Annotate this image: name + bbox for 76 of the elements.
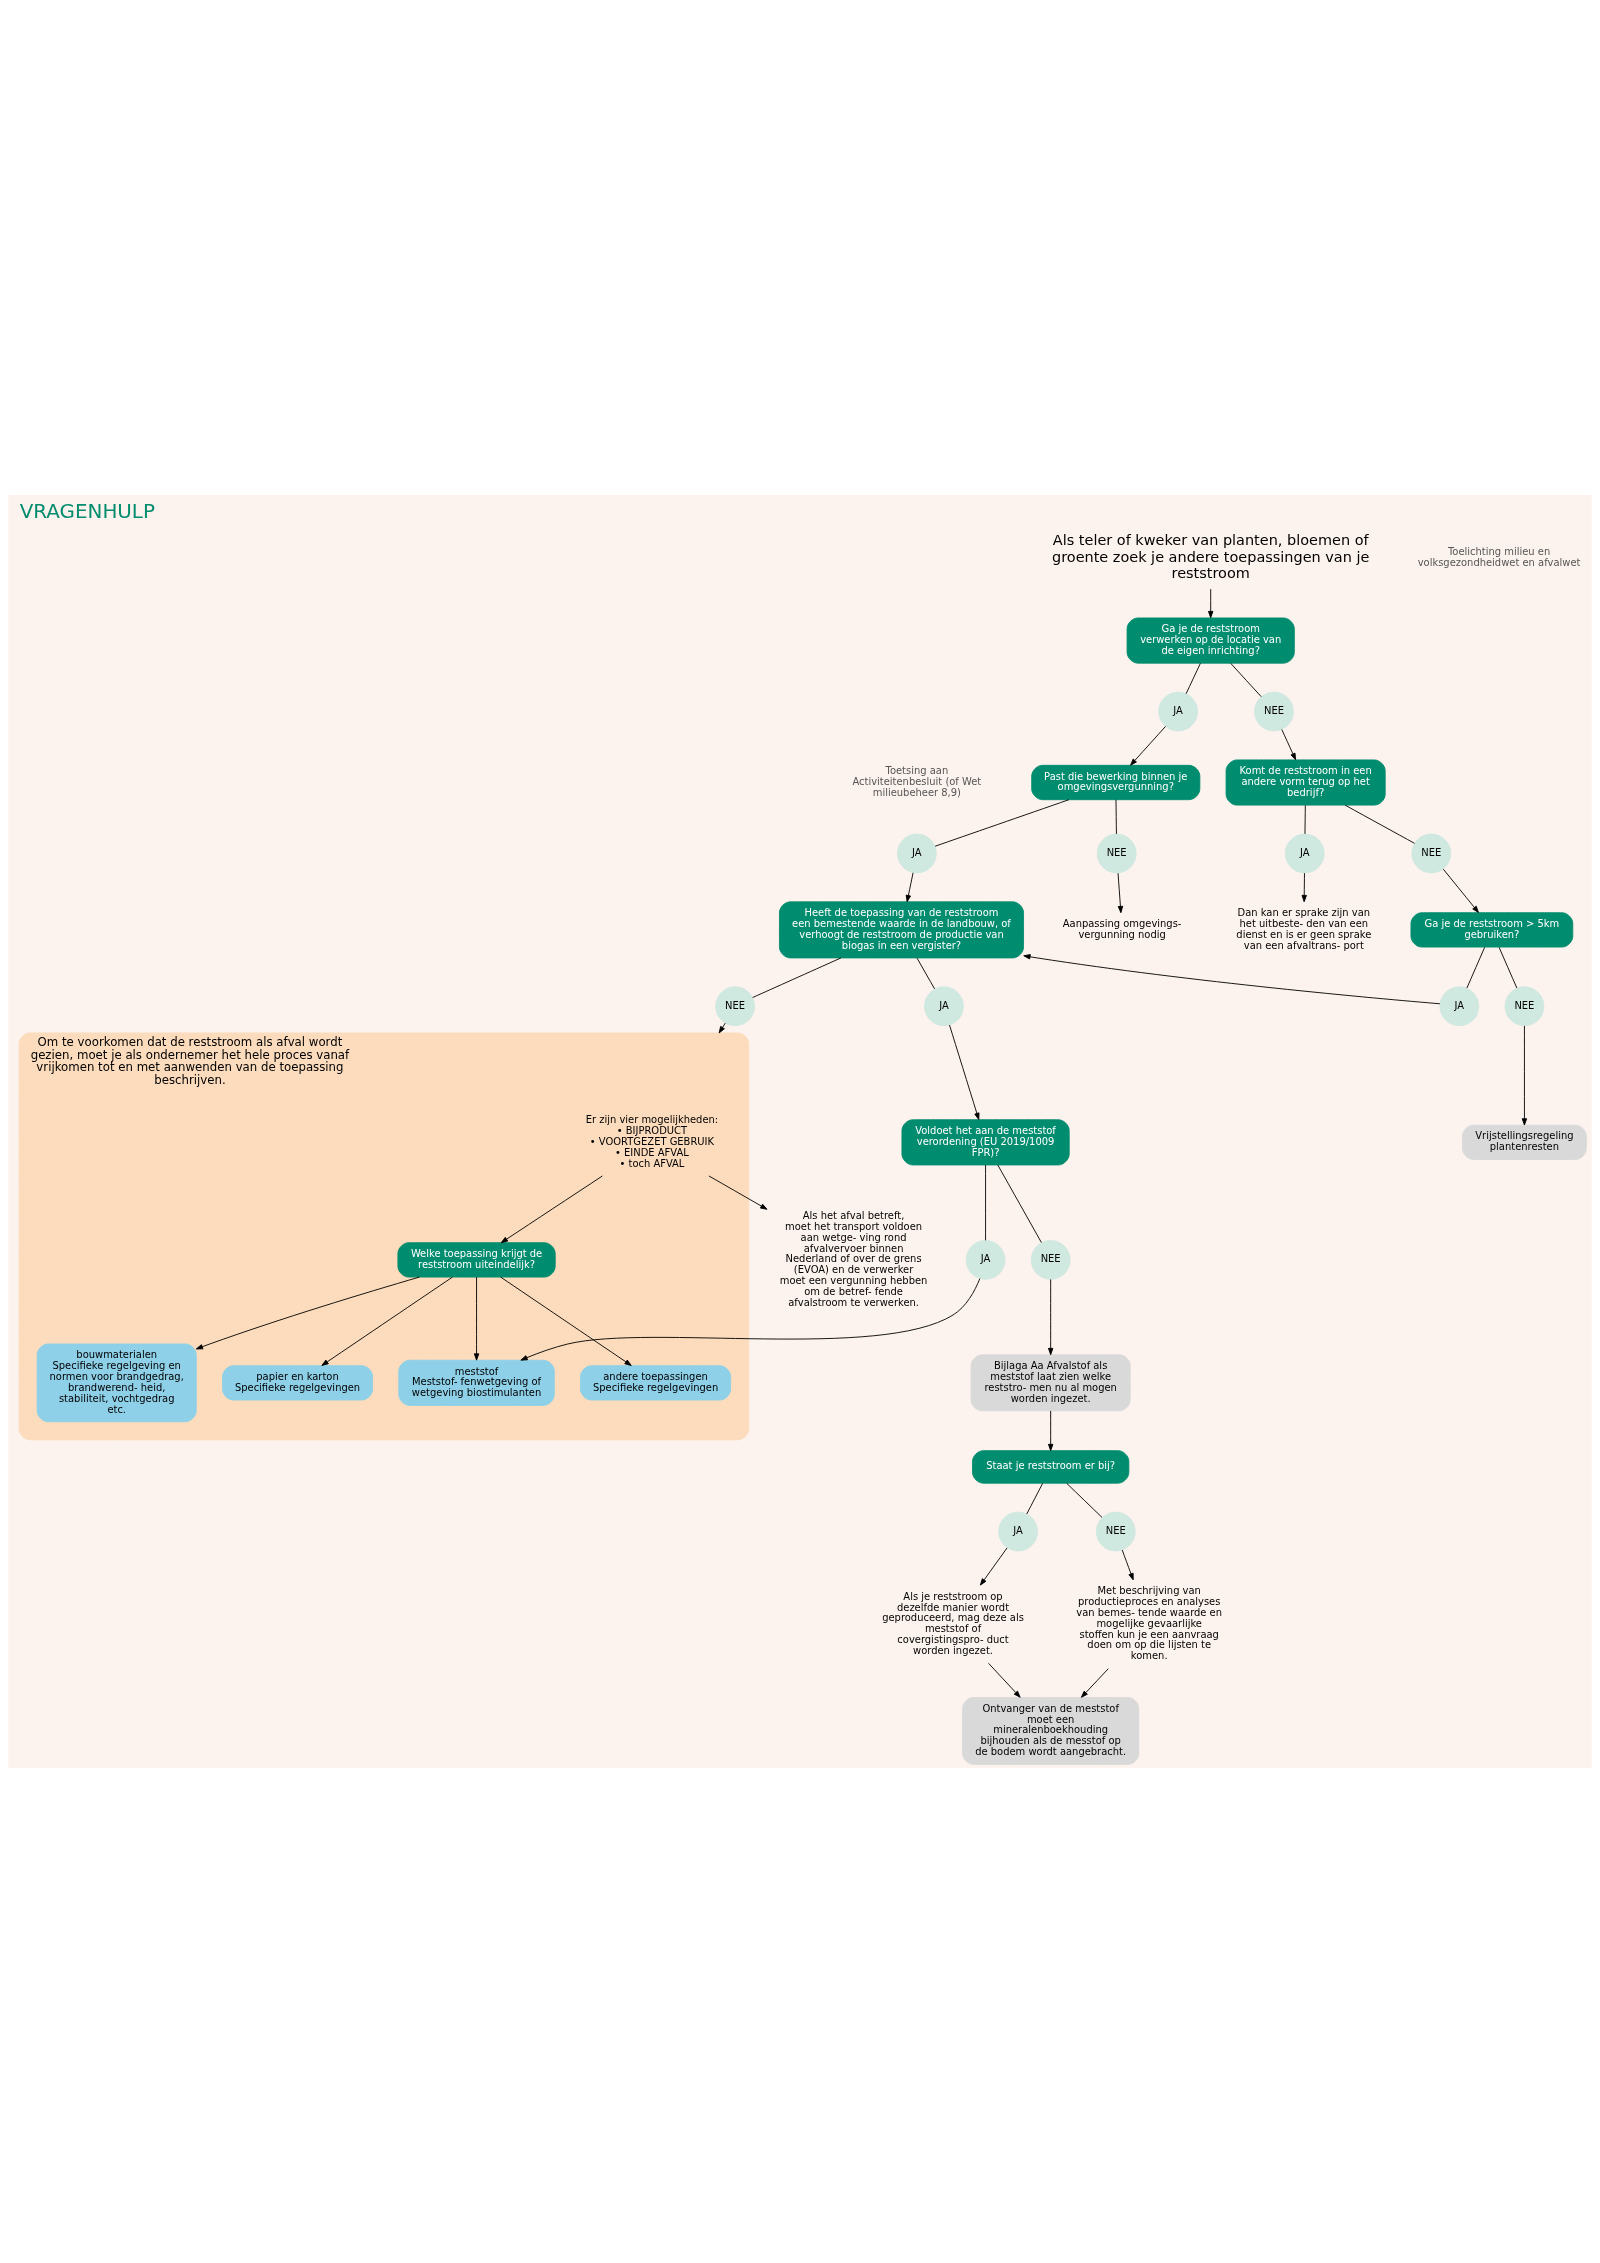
node-circle: NEE xyxy=(1096,833,1137,874)
node-box: Ontvanger van de meststof moet een mineralenboekhouding bijhouden als de messtof op de bodem wordt aangebracht. xyxy=(962,1697,1140,1765)
arrow xyxy=(1281,729,1297,761)
arrow xyxy=(1442,868,1479,913)
arrow xyxy=(1521,1025,1528,1126)
node-box: papier en karton Specifieke regelgevingen xyxy=(222,1365,374,1401)
node-box: Komt de reststroom in een andere vorm terug op het bedrijf? xyxy=(1225,759,1386,806)
node-circle: JA xyxy=(965,1240,1006,1280)
arrow xyxy=(1048,1279,1054,1356)
node-box: meststof Meststof- fenwetgeving of wetgeving biostimulanten xyxy=(398,1359,555,1406)
node-box: bouwmaterialen Specifieke regelgeving en normen voor brandgedrag, brandwerend- heid, stabiliteit, vochtgedrag etc. xyxy=(36,1343,197,1423)
node-text: Er zijn vier mogelijkheden: • BIJPRODUCT • VOORTGEZET GEBRUIK • EINDE AFVAL • toch AFVAL xyxy=(585,1114,719,1169)
label: Toetsing aan Activiteitenbesluit (of Wet milieubeheer 8,9) xyxy=(852,765,982,798)
arrow xyxy=(988,1662,1021,1698)
node-box: Staat je reststroom er bij? xyxy=(972,1450,1130,1484)
connector xyxy=(1344,804,1415,844)
node-box: Past die bewerking binnen je omgevingsvergunning? xyxy=(1031,764,1201,801)
connector xyxy=(1115,799,1117,835)
node-text: Als teler of kweker van planten, bloemen of groente zoek je andere toepassingen van je reststroom xyxy=(1052,532,1370,581)
arrow xyxy=(1208,588,1214,619)
arrow xyxy=(1048,1410,1054,1452)
connector xyxy=(1304,804,1306,835)
connector xyxy=(1026,1482,1044,1515)
node-box: andere toepassingen Specifieke regelgevingen xyxy=(580,1365,732,1401)
arrow xyxy=(1080,1668,1109,1698)
node-box: Ga je de reststroom > 5km gebruiken? xyxy=(1410,912,1574,948)
node-box: Welke toepassing krijgt de reststroom uiteindelijk? xyxy=(397,1242,556,1278)
connector xyxy=(1498,946,1518,989)
arrow xyxy=(195,1276,420,1350)
arrow xyxy=(708,1175,768,1210)
arrow xyxy=(1121,1549,1134,1581)
node-text: Dan kan er sprake zijn van het uitbeste- den van een dienst en is er geen sprake van een afvaltrans- port xyxy=(1236,907,1372,951)
label: Toelichting milieu en volksgezondheidwet en afvalwet xyxy=(1417,546,1581,569)
diagram-title: VRAGENHULP xyxy=(19,500,155,524)
arrow xyxy=(321,1276,453,1366)
node-circle: JA xyxy=(1284,833,1325,874)
node-circle: NEE xyxy=(1095,1511,1136,1552)
node-circle: JA xyxy=(1439,986,1480,1027)
arrow xyxy=(949,1024,980,1120)
node-circle: JA xyxy=(998,1511,1038,1552)
node-text: Aanpassing omgevings- vergunning nodig xyxy=(1062,917,1182,940)
arrow xyxy=(500,1175,603,1244)
node-text: Met beschrijving van productieproces en analyses van bemes- tende waarde en mogelijke gevaarlijke stoffen kun je een aanvraag doen om op die lijsten te komen. xyxy=(1076,1585,1223,1662)
node-text: Als je reststroom op dezelfde manier wordt geproduceerd, mag deze als meststof of covergistingspro- duct worden ingezet. xyxy=(882,1590,1024,1656)
node-box: Heeft de toepassing van de reststroom een bemestende waarde in de landbouw, of verhoogt de reststroom de productie van biogas in een vergister? xyxy=(778,901,1024,959)
node-box: Voldoet het aan de meststof verordening (EU 2019/1009 FPR)? xyxy=(901,1119,1070,1166)
arrow xyxy=(520,1278,981,1361)
node-circle: NEE xyxy=(1254,691,1294,732)
connector xyxy=(997,1164,1042,1243)
arrow xyxy=(1130,726,1166,766)
connector xyxy=(1185,662,1201,695)
node-box: Vrijstellingsregeling plantenresten xyxy=(1462,1124,1587,1160)
arrow xyxy=(1023,954,1441,1005)
node-text: Als het afval betreft, moet het transport voldoen aan wetge- ving rond afvalvervoer binnen Nederland of over de grens (EVOA) en de verwerker moet een vergunning hebben om de betref- fende afvalstroom te verwerken. xyxy=(779,1210,928,1308)
node-circle: JA xyxy=(1158,691,1199,732)
connector xyxy=(916,957,936,990)
arrow xyxy=(1301,872,1307,903)
connector xyxy=(1066,1482,1103,1518)
node-circle: NEE xyxy=(1411,833,1452,874)
connector xyxy=(752,957,842,998)
node-circle: NEE xyxy=(1030,1240,1071,1280)
connector xyxy=(934,799,1070,847)
node-box: Bijlaga Aa Afvalstof als meststof laat zien welke reststro- men nu al mogen worden ingezet. xyxy=(970,1354,1131,1412)
arrow xyxy=(500,1276,632,1366)
connector xyxy=(1466,946,1486,989)
arrow xyxy=(1117,872,1124,914)
arrow xyxy=(905,872,914,903)
connector xyxy=(1230,662,1262,698)
node-circle: JA xyxy=(924,986,964,1027)
arrow xyxy=(473,1276,480,1361)
arrow xyxy=(718,1022,726,1034)
arrow xyxy=(979,1547,1008,1586)
node-circle: JA xyxy=(896,833,937,874)
node-circle: NEE xyxy=(1504,986,1545,1027)
node-box: Ga je de reststroom verwerken op de locatie van de eigen inrichting? xyxy=(1126,617,1295,664)
connector xyxy=(985,1164,987,1241)
